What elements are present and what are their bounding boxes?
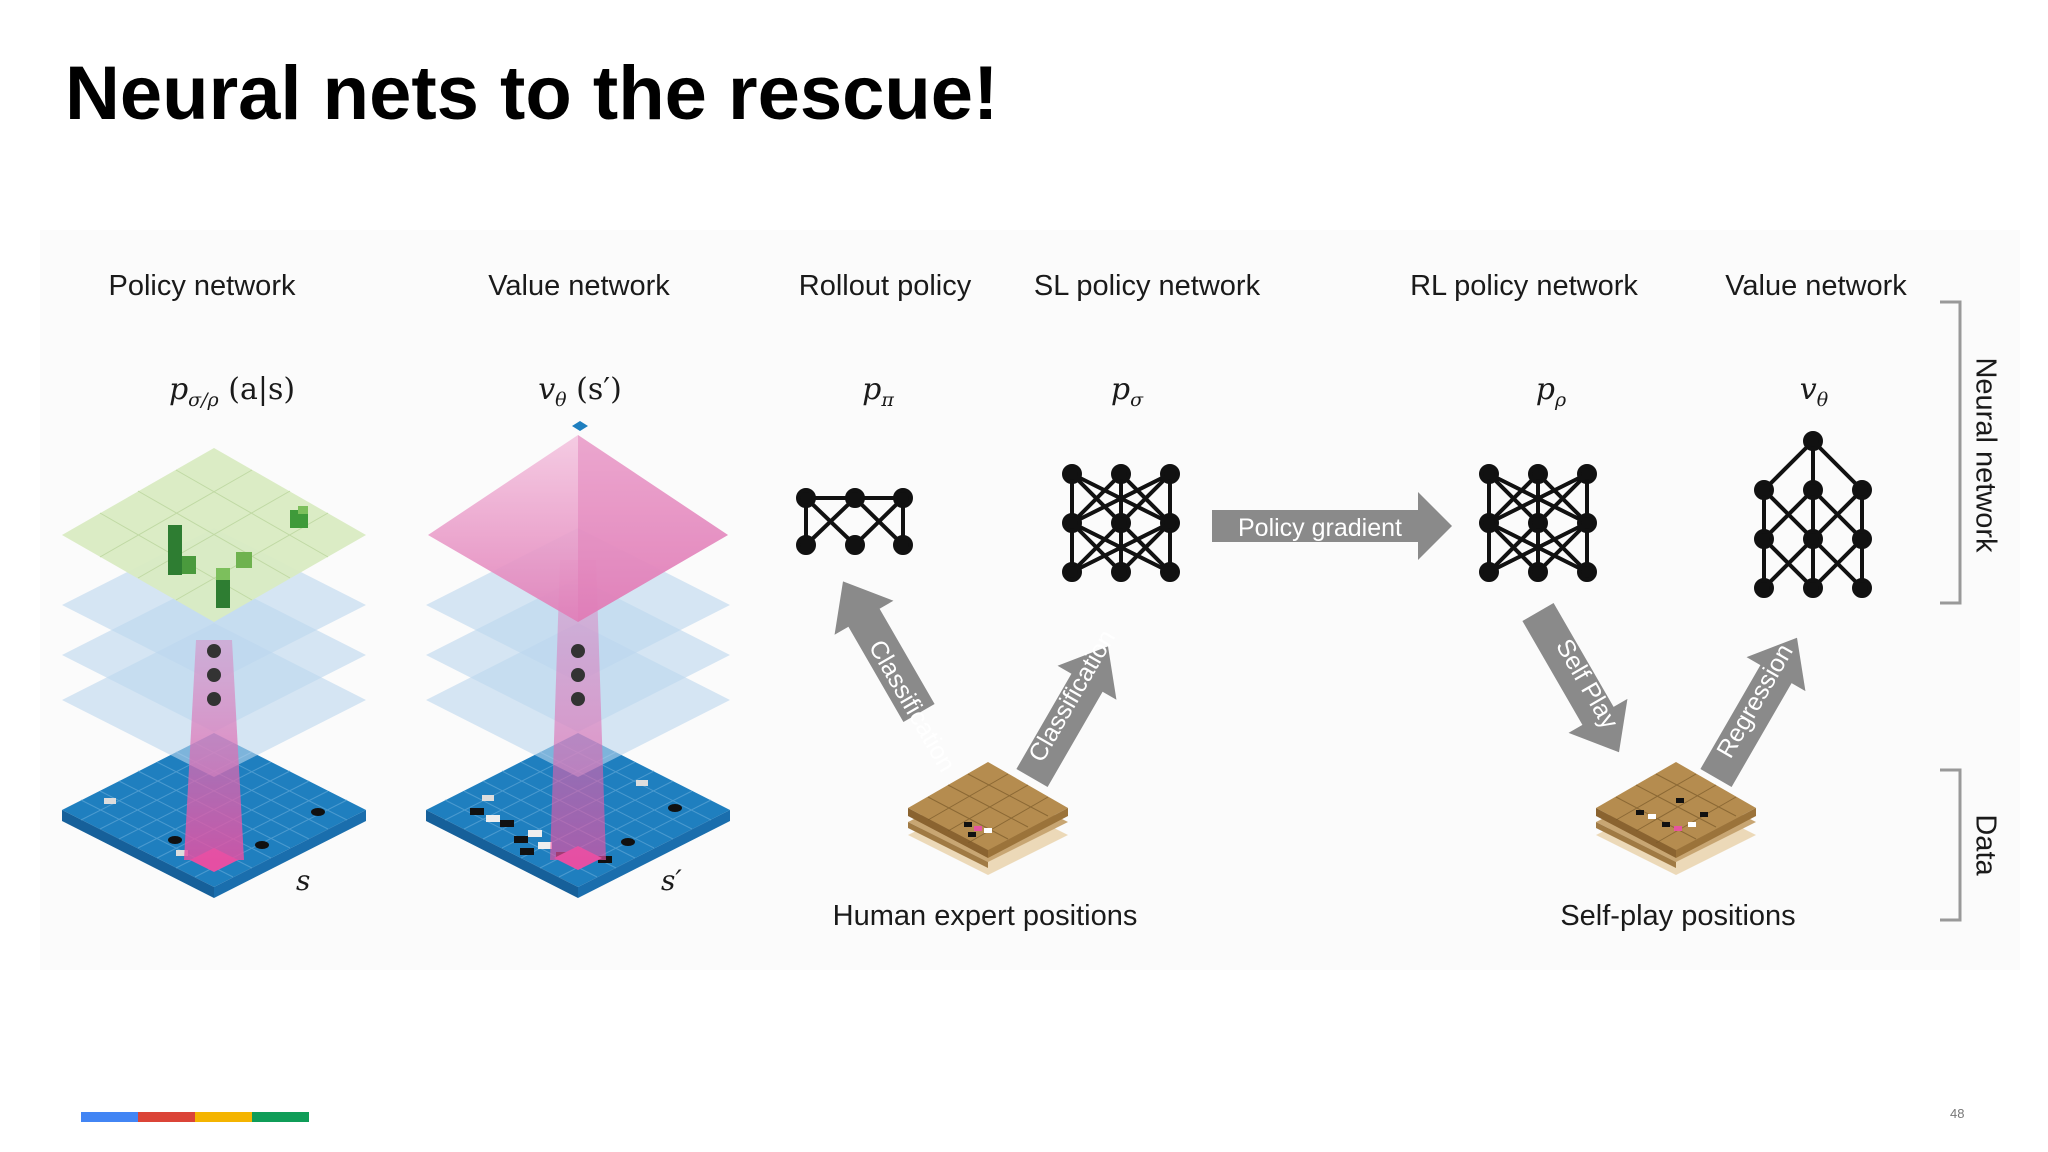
neural-network-side-label: Neural network	[1969, 357, 2002, 553]
neural-network-bracket	[1940, 300, 1962, 605]
human-expert-positions-label: Human expert positions	[832, 900, 1138, 932]
self-play-positions-label: Self-play positions	[1560, 900, 1796, 932]
policy-gradient-arrow: Policy gradient	[1212, 492, 1452, 560]
sl-formula: pσ	[1110, 372, 1144, 411]
human-positions-boards	[908, 762, 1068, 875]
sl-network-graph	[1062, 464, 1180, 582]
regression-arrow	[1700, 637, 1806, 787]
rollout-formula: pπ	[862, 372, 894, 411]
brand-bar-yellow	[195, 1112, 252, 1122]
board-letter-s-prime: s′	[661, 864, 682, 897]
policy-formula: pσ/ρ (a|s)	[168, 372, 296, 411]
self-play-arrow	[1522, 603, 1628, 753]
classification-right-text: Classification	[1023, 625, 1121, 767]
self-play-positions-boards	[1596, 762, 1756, 875]
board-letter-s: s	[296, 864, 310, 897]
value-formula: vθ (s′)	[538, 372, 622, 411]
brand-bar-blue	[81, 1112, 138, 1122]
data-side-label: Data	[1969, 814, 2002, 876]
policy-gradient-text: Policy gradient	[1238, 514, 1402, 542]
page-number: 48	[1950, 1106, 1965, 1121]
rl-policy-network-label: RL policy network	[1410, 270, 1638, 302]
policy-network-stack	[62, 448, 366, 898]
brand-bar-red	[138, 1112, 195, 1122]
value-network-stack	[426, 421, 730, 898]
brand-bar-green	[252, 1112, 309, 1122]
value-network-graph	[1754, 431, 1872, 598]
classification-right-arrow	[1016, 646, 1117, 787]
data-bracket	[1940, 768, 1962, 922]
classification-left-text: Classification	[863, 635, 961, 777]
value-right-formula: vθ	[1799, 372, 1829, 411]
policy-network-label: Policy network	[108, 270, 296, 302]
value-network-label: Value network	[488, 270, 670, 302]
slide-title: Neural nets to the rescue!	[65, 51, 999, 136]
classification-left-arrow	[834, 581, 935, 722]
rollout-policy-label: Rollout policy	[798, 270, 972, 302]
rl-network-graph	[1479, 464, 1597, 582]
rollout-network-graph	[796, 488, 913, 555]
rl-formula: pρ	[1535, 372, 1567, 411]
value-network-right-label: Value network	[1725, 270, 1907, 302]
sl-policy-network-label: SL policy network	[1033, 270, 1261, 302]
